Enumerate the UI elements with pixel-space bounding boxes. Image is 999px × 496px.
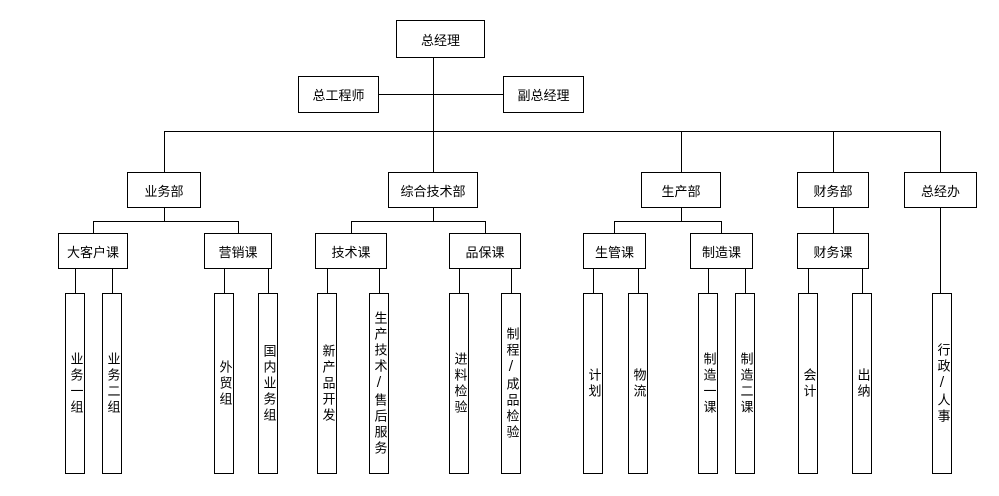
org-node-gm-office: 总经办 [904,172,977,208]
org-node-planning: 计划 [583,293,603,474]
org-node-deputy-general-manager: 副总经理 [503,76,584,113]
org-node-production-dept: 生产部 [641,172,721,208]
org-node-general-tech-dept: 综合技术部 [388,172,478,208]
org-node-business-group-1: 业务一组 [65,293,85,474]
connector-line [862,269,863,293]
connector-line [433,58,434,172]
connector-line [681,208,682,221]
connector-line [351,221,352,233]
org-node-label: 生产部 [661,184,701,200]
org-node-incoming-inspection: 进料检验 [449,293,469,474]
connector-line [75,269,76,293]
connector-line [721,221,722,233]
org-node-label: 计划 [585,367,601,400]
connector-line [940,208,941,293]
org-node-label: 副总经理 [517,89,570,104]
org-node-label: 生管课 [594,245,634,261]
org-node-marketing-section: 营销课 [204,233,272,269]
org-node-manufacturing-section-1: 制造一课 [698,293,718,474]
connector-line [379,94,503,95]
org-node-label: 业务部 [144,184,184,200]
connector-line [614,221,722,222]
connector-line [681,131,682,172]
org-node-chief-engineer: 总工程师 [298,76,379,113]
connector-line [93,221,94,233]
connector-line [614,221,615,233]
org-node-label: 总工程师 [312,89,365,104]
connector-line [940,131,941,172]
connector-line [351,221,486,222]
connector-line [833,208,834,233]
org-node-label: 生产技术/售后服务 [371,310,387,457]
org-node-label: 制造二课 [737,351,753,416]
org-node-label: 制造课 [701,245,741,261]
connector-line [327,269,328,293]
org-node-logistics: 物流 [628,293,648,474]
connector-line [808,269,809,293]
org-node-label: 新产品开发 [319,343,335,424]
org-node-accounting: 会计 [798,293,818,474]
org-node-key-account-section: 大客户课 [58,233,128,269]
org-node-admin-hr: 行政/人事 [932,293,952,474]
org-node-label: 大客户课 [66,245,119,261]
org-node-label: 物流 [630,367,646,400]
connector-line [164,131,941,132]
connector-line [833,131,834,172]
org-node-label: 营销课 [218,245,258,261]
connector-line [593,269,594,293]
org-node-business-group-2: 业务二组 [102,293,122,474]
connector-line [164,131,165,172]
org-node-label: 总经办 [920,184,960,200]
org-node-finance-section: 财务课 [797,233,869,269]
org-node-tech-section: 技术课 [315,233,387,269]
org-node-manufacturing-section-2: 制造二课 [735,293,755,474]
org-node-label: 出纳 [854,367,870,400]
org-node-label: 技术课 [331,245,371,261]
org-node-label: 国内业务组 [260,343,276,424]
org-node-label: 财务部 [813,184,853,200]
org-node-prod-tech-after-sales: 生产技术/售后服务 [369,293,389,474]
connector-line [459,269,460,293]
connector-line [224,269,225,293]
connector-line [745,269,746,293]
org-node-production-mgmt-section: 生管课 [583,233,646,269]
org-node-label: 制程/成品检验 [503,326,519,441]
connector-line [238,221,239,233]
connector-line [638,269,639,293]
org-node-label: 业务二组 [104,351,120,416]
org-node-qa-section: 品保课 [449,233,521,269]
connector-line [268,269,269,293]
org-node-label: 品保课 [465,245,505,261]
org-node-label: 财务课 [813,245,853,261]
org-node-label: 外贸组 [216,359,232,408]
connector-line [379,269,380,293]
org-node-foreign-trade-group: 外贸组 [214,293,234,474]
org-node-new-product-dev: 新产品开发 [317,293,337,474]
org-node-manufacturing-section: 制造课 [690,233,753,269]
connector-line [93,221,239,222]
org-node-label: 总经理 [420,33,460,49]
org-node-label: 业务一组 [67,351,83,416]
connector-line [511,269,512,293]
org-node-label: 进料检验 [451,351,467,416]
org-node-label: 行政/人事 [934,342,950,425]
connector-line [433,208,434,221]
connector-line [485,221,486,233]
connector-line [164,208,165,221]
org-node-general-manager: 总经理 [396,20,485,58]
org-node-business-dept: 业务部 [127,172,201,208]
org-node-label: 会计 [800,367,816,400]
org-node-cashier: 出纳 [852,293,872,474]
org-node-process-finished-inspection: 制程/成品检验 [501,293,521,474]
org-node-label: 制造一课 [700,351,716,416]
connector-line [112,269,113,293]
connector-line [708,269,709,293]
org-node-finance-dept: 财务部 [797,172,869,208]
org-node-domestic-business-group: 国内业务组 [258,293,278,474]
org-node-label: 综合技术部 [400,184,466,200]
